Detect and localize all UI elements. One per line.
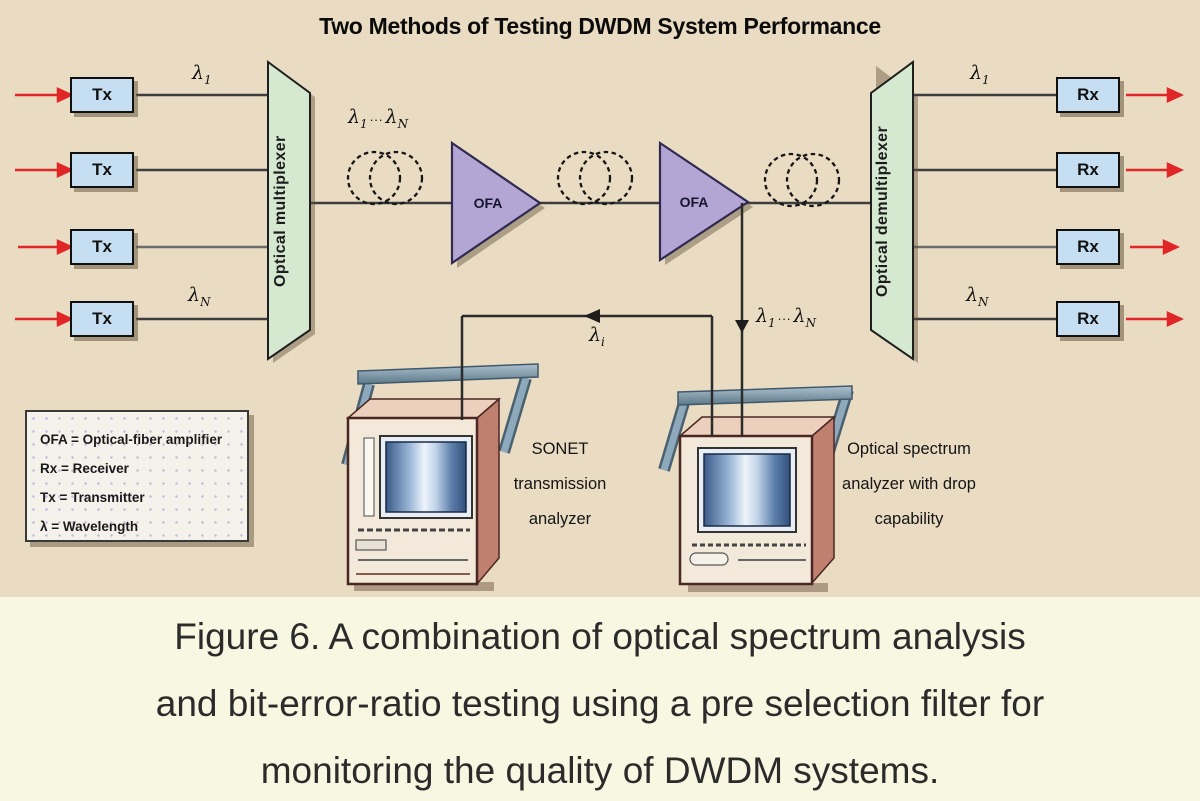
- caption-line-3: monitoring the quality of DWDM systems.: [260, 750, 940, 791]
- caption-line-1: Figure 6. A combination of optical spect…: [174, 616, 1026, 657]
- lambda-subscript: 1: [360, 116, 368, 131]
- demux-trapezoid: [870, 60, 914, 361]
- legend-line-ofa: OFA = Optical-fiber amplifier: [40, 432, 223, 447]
- lambda-subscript: N: [397, 116, 409, 131]
- lambda1-label-left: λ1: [192, 62, 212, 87]
- sonet-analyzer-label: SONET transmission analyzer: [513, 440, 607, 528]
- lambda-symbol: λ: [192, 62, 205, 84]
- figure-caption: Figure 6. A combination of optical spect…: [0, 597, 1200, 801]
- legend-box: OFA = Optical-fiber amplifier Rx = Recei…: [25, 410, 249, 542]
- tx-box-3: Tx: [70, 229, 134, 265]
- osa-bottom-shadow: [688, 583, 828, 592]
- sonet-button: [355, 539, 387, 551]
- lambda-symbol: λ: [589, 324, 602, 346]
- lambda-symbol: λ: [793, 305, 806, 327]
- legend-line-tx: Tx = Transmitter: [40, 490, 145, 505]
- ofa1-label: OFA: [473, 195, 503, 211]
- lambda-range-label-fiber: λ1...λN: [348, 106, 408, 131]
- ofa2-triangle: [658, 140, 750, 263]
- legend-line-rx: Rx = Receiver: [40, 461, 129, 476]
- tap-arrow-head: [735, 320, 749, 333]
- selected-wavelength-arrow-head: [584, 309, 600, 323]
- rx-box-4: Rx: [1056, 301, 1120, 337]
- lambda-subscript: 1: [982, 72, 990, 87]
- ofa1-triangle: [450, 140, 542, 266]
- input-arrow-head-1: [56, 87, 74, 103]
- input-arrow-head-3: [56, 239, 74, 255]
- rx-box-1: Rx: [1056, 77, 1120, 113]
- input-arrows: [15, 87, 74, 327]
- rx-box-3: Rx: [1056, 229, 1120, 265]
- sonet-bezel: [363, 437, 375, 517]
- osa-handle-strap-left: [660, 395, 690, 471]
- tx-box-2: Tx: [70, 152, 134, 188]
- demux-label: Optical demultiplexer: [874, 125, 891, 297]
- lambdaN-label-right: λN: [966, 284, 989, 309]
- lambda-symbol: λ: [188, 284, 201, 306]
- legend-line-lambda: λ = Wavelength: [40, 519, 139, 534]
- ofa2-label: OFA: [679, 194, 709, 210]
- lambda-subscript: i: [601, 334, 605, 349]
- fiber-coil-1b: [368, 150, 424, 206]
- lambda-symbol: λ: [348, 106, 361, 128]
- lambda-range-label-tap: λ1...λN: [756, 305, 816, 330]
- osa-screen: [703, 453, 791, 527]
- lambdaN-label-left: λN: [188, 284, 211, 309]
- osa-top-face: [677, 416, 837, 437]
- osa-button: [689, 552, 729, 566]
- sonet-handle-bar: [357, 363, 539, 385]
- sonet-top-face: [345, 398, 502, 419]
- sonet-analyzer-illustration: [341, 363, 539, 591]
- fiber-coil-2b: [578, 150, 634, 206]
- output-arrows: [1126, 87, 1184, 327]
- mux-label: Optical multiplexer: [272, 135, 289, 287]
- dwdm-diagram: Two Methods of Testing DWDM System Perfo…: [0, 0, 1200, 597]
- sonet-handle-strap-right: [500, 377, 530, 453]
- output-arrow-head-1: [1166, 87, 1184, 103]
- fiber-coil-2a: [556, 150, 612, 206]
- lambda-subscript: N: [978, 294, 989, 309]
- sonet-bottom-shadow: [354, 582, 494, 591]
- input-arrow-head-2: [56, 162, 74, 178]
- lambda-symbol: λ: [966, 284, 979, 306]
- output-arrow-head-3: [1162, 239, 1180, 255]
- lambda-symbol: λ: [385, 106, 398, 128]
- lambda1-label-right: λ1: [970, 62, 990, 87]
- input-arrow-head-4: [56, 311, 74, 327]
- lambda-subscript: 1: [204, 72, 212, 87]
- rx-box-2: Rx: [1056, 152, 1120, 188]
- fiber-coils: [346, 150, 841, 208]
- caption-line-2: and bit-error-ratio testing using a pre …: [155, 683, 1045, 724]
- mux-trapezoid: [267, 60, 311, 361]
- sonet-screen: [385, 441, 467, 513]
- osa-side-face: [811, 415, 835, 585]
- output-arrow-head-2: [1166, 162, 1184, 178]
- lambda-symbol: λ: [756, 305, 769, 327]
- osa-handle-bar: [677, 385, 853, 406]
- diagram-canvas: [15, 60, 1184, 592]
- ellipsis: ...: [369, 109, 384, 124]
- fiber-coil-1a: [346, 150, 402, 206]
- lambda-subscript: 1: [768, 315, 776, 330]
- spectrum-analyzer-illustration: [658, 385, 854, 592]
- fiber-coil-3b: [785, 152, 841, 208]
- lambda-subscript: N: [805, 315, 817, 330]
- spectrum-analyzer-label: Optical spectrum analyzer with drop capa…: [842, 440, 976, 528]
- diagram-title: Two Methods of Testing DWDM System Perfo…: [319, 13, 881, 39]
- fiber-coil-3a: [763, 152, 819, 208]
- lambda-symbol: λ: [970, 62, 983, 84]
- ellipsis: ...: [777, 308, 792, 323]
- lambda-i-label: λi: [589, 324, 605, 349]
- lambda-subscript: N: [200, 294, 211, 309]
- tx-box-4: Tx: [70, 301, 134, 337]
- tx-box-1: Tx: [70, 77, 134, 113]
- output-arrow-head-4: [1166, 311, 1184, 327]
